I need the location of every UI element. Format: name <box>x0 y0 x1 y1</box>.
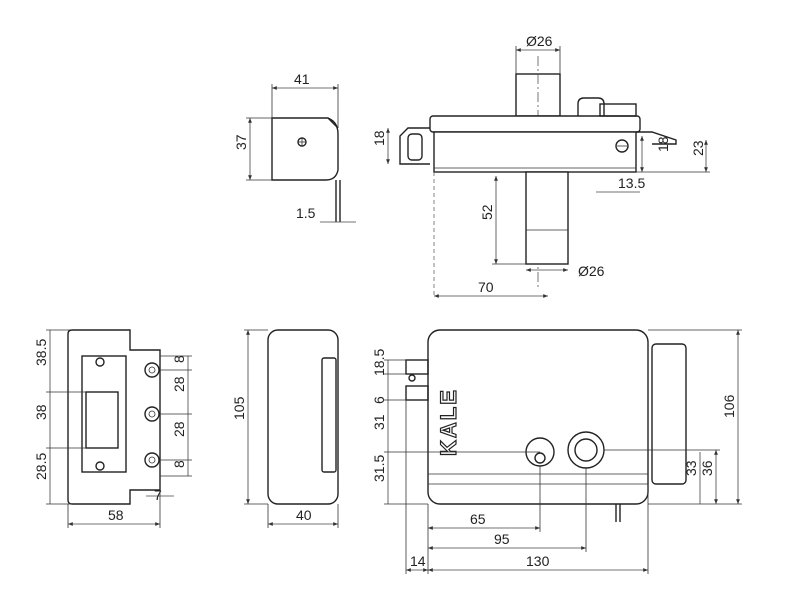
dim-right-23: 23 <box>690 140 706 156</box>
dim-depth-70: 70 <box>478 279 494 295</box>
dim-8-bottom: 8 <box>171 460 187 468</box>
dim-28-a: 28 <box>171 376 187 392</box>
screw-icon <box>615 139 629 153</box>
dim-38-5: 38.5 <box>33 339 49 366</box>
dim-31: 31 <box>371 414 387 430</box>
dim-28-b: 28 <box>171 421 187 437</box>
dim-18-5: 18.5 <box>371 349 387 376</box>
dim-58: 58 <box>108 507 124 523</box>
dim-65: 65 <box>470 511 486 527</box>
hole-icon <box>144 362 160 378</box>
dim-plate-1-5: 1.5 <box>296 205 316 221</box>
top-side-view: 41 37 1.5 <box>233 71 356 223</box>
strike-front-view: 38.5 38 28.5 8 28 28 8 7 58 <box>33 329 192 528</box>
dim-width-41: 41 <box>294 71 310 87</box>
dim-31-5: 31.5 <box>371 455 387 482</box>
dim-95: 95 <box>494 531 510 547</box>
lock-front-view: KALE 6 18.5 31 31.5 65 95 14 130 106 36 … <box>371 329 742 574</box>
dim-130: 130 <box>526 553 550 569</box>
dim-28-5: 28.5 <box>33 453 49 480</box>
dim-14: 14 <box>410 553 426 569</box>
dim-33: 33 <box>683 460 699 476</box>
dim-38: 38 <box>33 404 49 420</box>
dim-offset-13-5: 13.5 <box>618 175 645 191</box>
cylinder-bottom <box>525 171 569 265</box>
dim-left-18: 18 <box>371 130 387 146</box>
brand-logo: KALE <box>436 388 461 456</box>
dim-height-37: 37 <box>233 134 249 150</box>
dim-right-18: 18 <box>655 136 671 152</box>
dim-cyl-top-26: Ø26 <box>526 33 553 49</box>
dim-cyl-bottom-26: Ø26 <box>578 263 605 279</box>
lock-top-view: Ø26 18 18 23 13.5 52 Ø26 70 <box>371 33 710 298</box>
hole-icon <box>144 452 160 468</box>
dim-8-top: 8 <box>171 355 187 363</box>
dim-6: 6 <box>371 396 387 404</box>
dim-105: 105 <box>231 396 247 420</box>
dim-40: 40 <box>296 507 312 523</box>
side-body-outline <box>271 117 339 181</box>
dim-106: 106 <box>721 394 737 418</box>
dim-7: 7 <box>154 487 162 503</box>
dim-36: 36 <box>699 460 715 476</box>
hole-icon <box>144 406 160 422</box>
side-front-view: 105 40 <box>231 329 339 528</box>
dim-cyl-52: 52 <box>479 204 495 220</box>
